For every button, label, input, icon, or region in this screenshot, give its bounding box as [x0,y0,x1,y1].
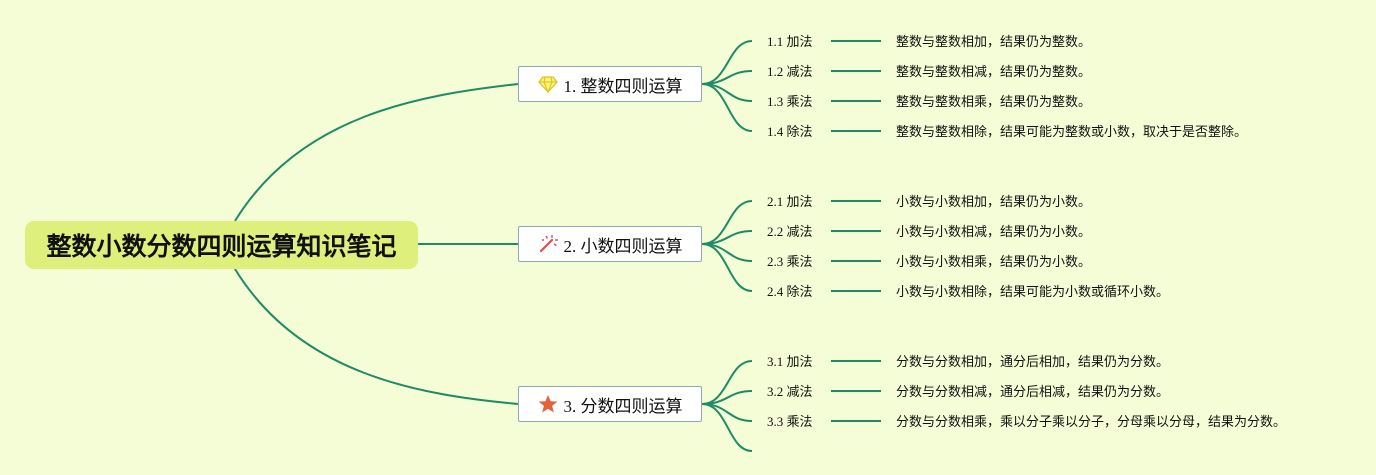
branch-decimal[interactable]: 2. 小数四则运算 [518,226,702,262]
subtopic-description[interactable]: 小数与小数相乘，结果仍为小数。 [896,254,1092,269]
subtopic-description[interactable]: 分数与分数相减，通分后相减，结果仍为分数。 [896,384,1170,399]
subtopic-label[interactable]: 2.2 减法 [767,224,813,239]
subtopic-label[interactable]: 2.4 除法 [767,284,813,299]
subtopic-label[interactable]: 1.4 除法 [767,124,813,139]
subtopic-label[interactable]: 2.3 乘法 [767,254,813,269]
branch-integer[interactable]: 1. 整数四则运算 [518,66,702,102]
subtopic-description[interactable]: 小数与小数相加，结果仍为小数。 [896,194,1092,209]
connector-root-branch-1 [234,83,519,222]
diamond-icon [537,74,558,94]
subtopic-description[interactable]: 分数与分数相乘，乘以分子乘以分子，分母乘以分母，结果为分数。 [896,414,1287,429]
connector-branch-1-leaf-4 [701,83,753,132]
subtopic-label[interactable]: 1.3 乘法 [767,94,813,109]
subtopic-description[interactable]: 分数与分数相加，通分后相加，结果仍为分数。 [896,354,1170,369]
star-icon [538,394,558,414]
branch-fraction[interactable]: 3. 分数四则运算 [518,386,702,422]
subtopic-label[interactable]: 1.2 减法 [767,64,813,79]
subtopic-description[interactable]: 整数与整数相除，结果可能为整数或小数，取决于是否整除。 [896,124,1248,139]
branch-label: 1. 整数四则运算 [563,76,683,96]
branch-label: 3. 分数四则运算 [563,396,683,416]
subtopic-label[interactable]: 2.1 加法 [767,194,813,209]
connector-branch-3-leaf-4 [701,403,753,452]
subtopic-description[interactable]: 整数与整数相减，结果仍为整数。 [896,64,1092,79]
magic-wand-icon [538,234,558,254]
subtopic-description[interactable]: 小数与小数相除，结果可能为小数或循环小数。 [896,284,1170,299]
subtopic-label[interactable]: 3.3 乘法 [767,414,813,429]
branch-label: 2. 小数四则运算 [563,236,683,256]
subtopic-label[interactable]: 1.1 加法 [767,34,813,49]
subtopic-description[interactable]: 小数与小数相减，结果仍为小数。 [896,224,1092,239]
root-topic-label: 整数小数分数四则运算知识笔记 [46,232,397,261]
subtopic-label[interactable]: 3.1 加法 [767,354,813,369]
connector-branch-2-leaf-4 [701,243,753,292]
subtopic-description[interactable]: 整数与整数相加，结果仍为整数。 [896,34,1092,49]
connector-root-branch-3 [234,268,519,405]
subtopic-description[interactable]: 整数与整数相乘，结果仍为整数。 [896,94,1092,109]
subtopic-label[interactable]: 3.2 减法 [767,384,813,399]
root-topic[interactable]: 整数小数分数四则运算知识笔记 [25,221,418,269]
